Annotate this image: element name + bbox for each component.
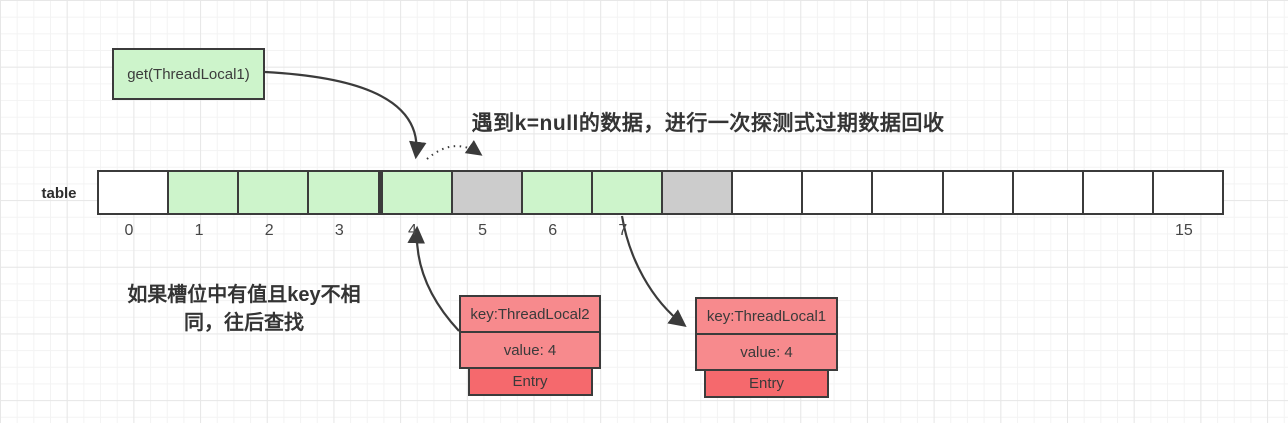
table-cell [1013,172,1084,213]
cell-index-label: 1 [194,222,204,239]
entry-value-cell: value: 4 [459,331,601,369]
entry-key-cell: key:ThreadLocal1 [695,297,838,335]
arrow-get-to-slot4 [264,70,427,160]
table-cell: 7 [592,172,663,239]
cell-index-label: 15 [1174,222,1193,239]
table-cell: 4 [379,172,453,239]
entry-value-cell: value: 4 [695,333,838,371]
get-call-label: get(ThreadLocal1) [127,65,250,83]
entry-key-cell: key:ThreadLocal2 [459,295,601,333]
entry-tag: Entry [467,367,593,396]
linear-probe-note: 如果槽位中有值且key不相 同，往后查找 [110,281,378,337]
linear-probe-note-line1: 如果槽位中有值且key不相 [127,284,361,306]
table-cell [1083,172,1154,213]
table-cell: 0 [99,172,170,239]
entry-tag: Entry [704,369,829,398]
expired-cleanup-note: 遇到k=null的数据，进行一次探测式过期数据回收 [471,112,945,135]
table-cell: 1 [169,172,240,239]
cell-index-label: 4 [408,222,417,239]
table-cell: 3 [309,172,380,239]
table-cell: 5 [452,172,523,239]
table-cell: 15 [1153,172,1222,239]
table-cell [873,172,944,213]
table-cell [943,172,1014,213]
entry-box-threadlocal1: key:ThreadLocal1 value: 4 Entry [695,297,838,398]
hash-table-row: 0 1 2 3 4 5 6 7 15 [97,170,1224,239]
table-cell [803,172,874,213]
arrow-probe-slot4-to-slot5 [426,140,483,160]
entry-box-threadlocal2: key:ThreadLocal2 value: 4 Entry [459,295,601,396]
linear-probe-note-line2: 同，往后查找 [184,312,304,334]
cell-index-label: 7 [618,222,628,239]
table-label: table [41,185,77,202]
arrow-slot7-to-entry1 [620,215,687,327]
table-cell: 6 [522,172,593,239]
cell-index-label: 0 [124,222,134,239]
arrow-entry2-to-slot4 [407,225,460,332]
cell-index-label: 6 [548,222,558,239]
table-cell: 2 [239,172,310,239]
cell-index-label: 5 [478,222,488,239]
get-call-box: get(ThreadLocal1) [112,48,265,100]
cell-index-label: 2 [264,222,274,239]
table-cell [663,172,734,213]
table-cell [733,172,804,213]
cell-index-label: 3 [334,222,344,239]
